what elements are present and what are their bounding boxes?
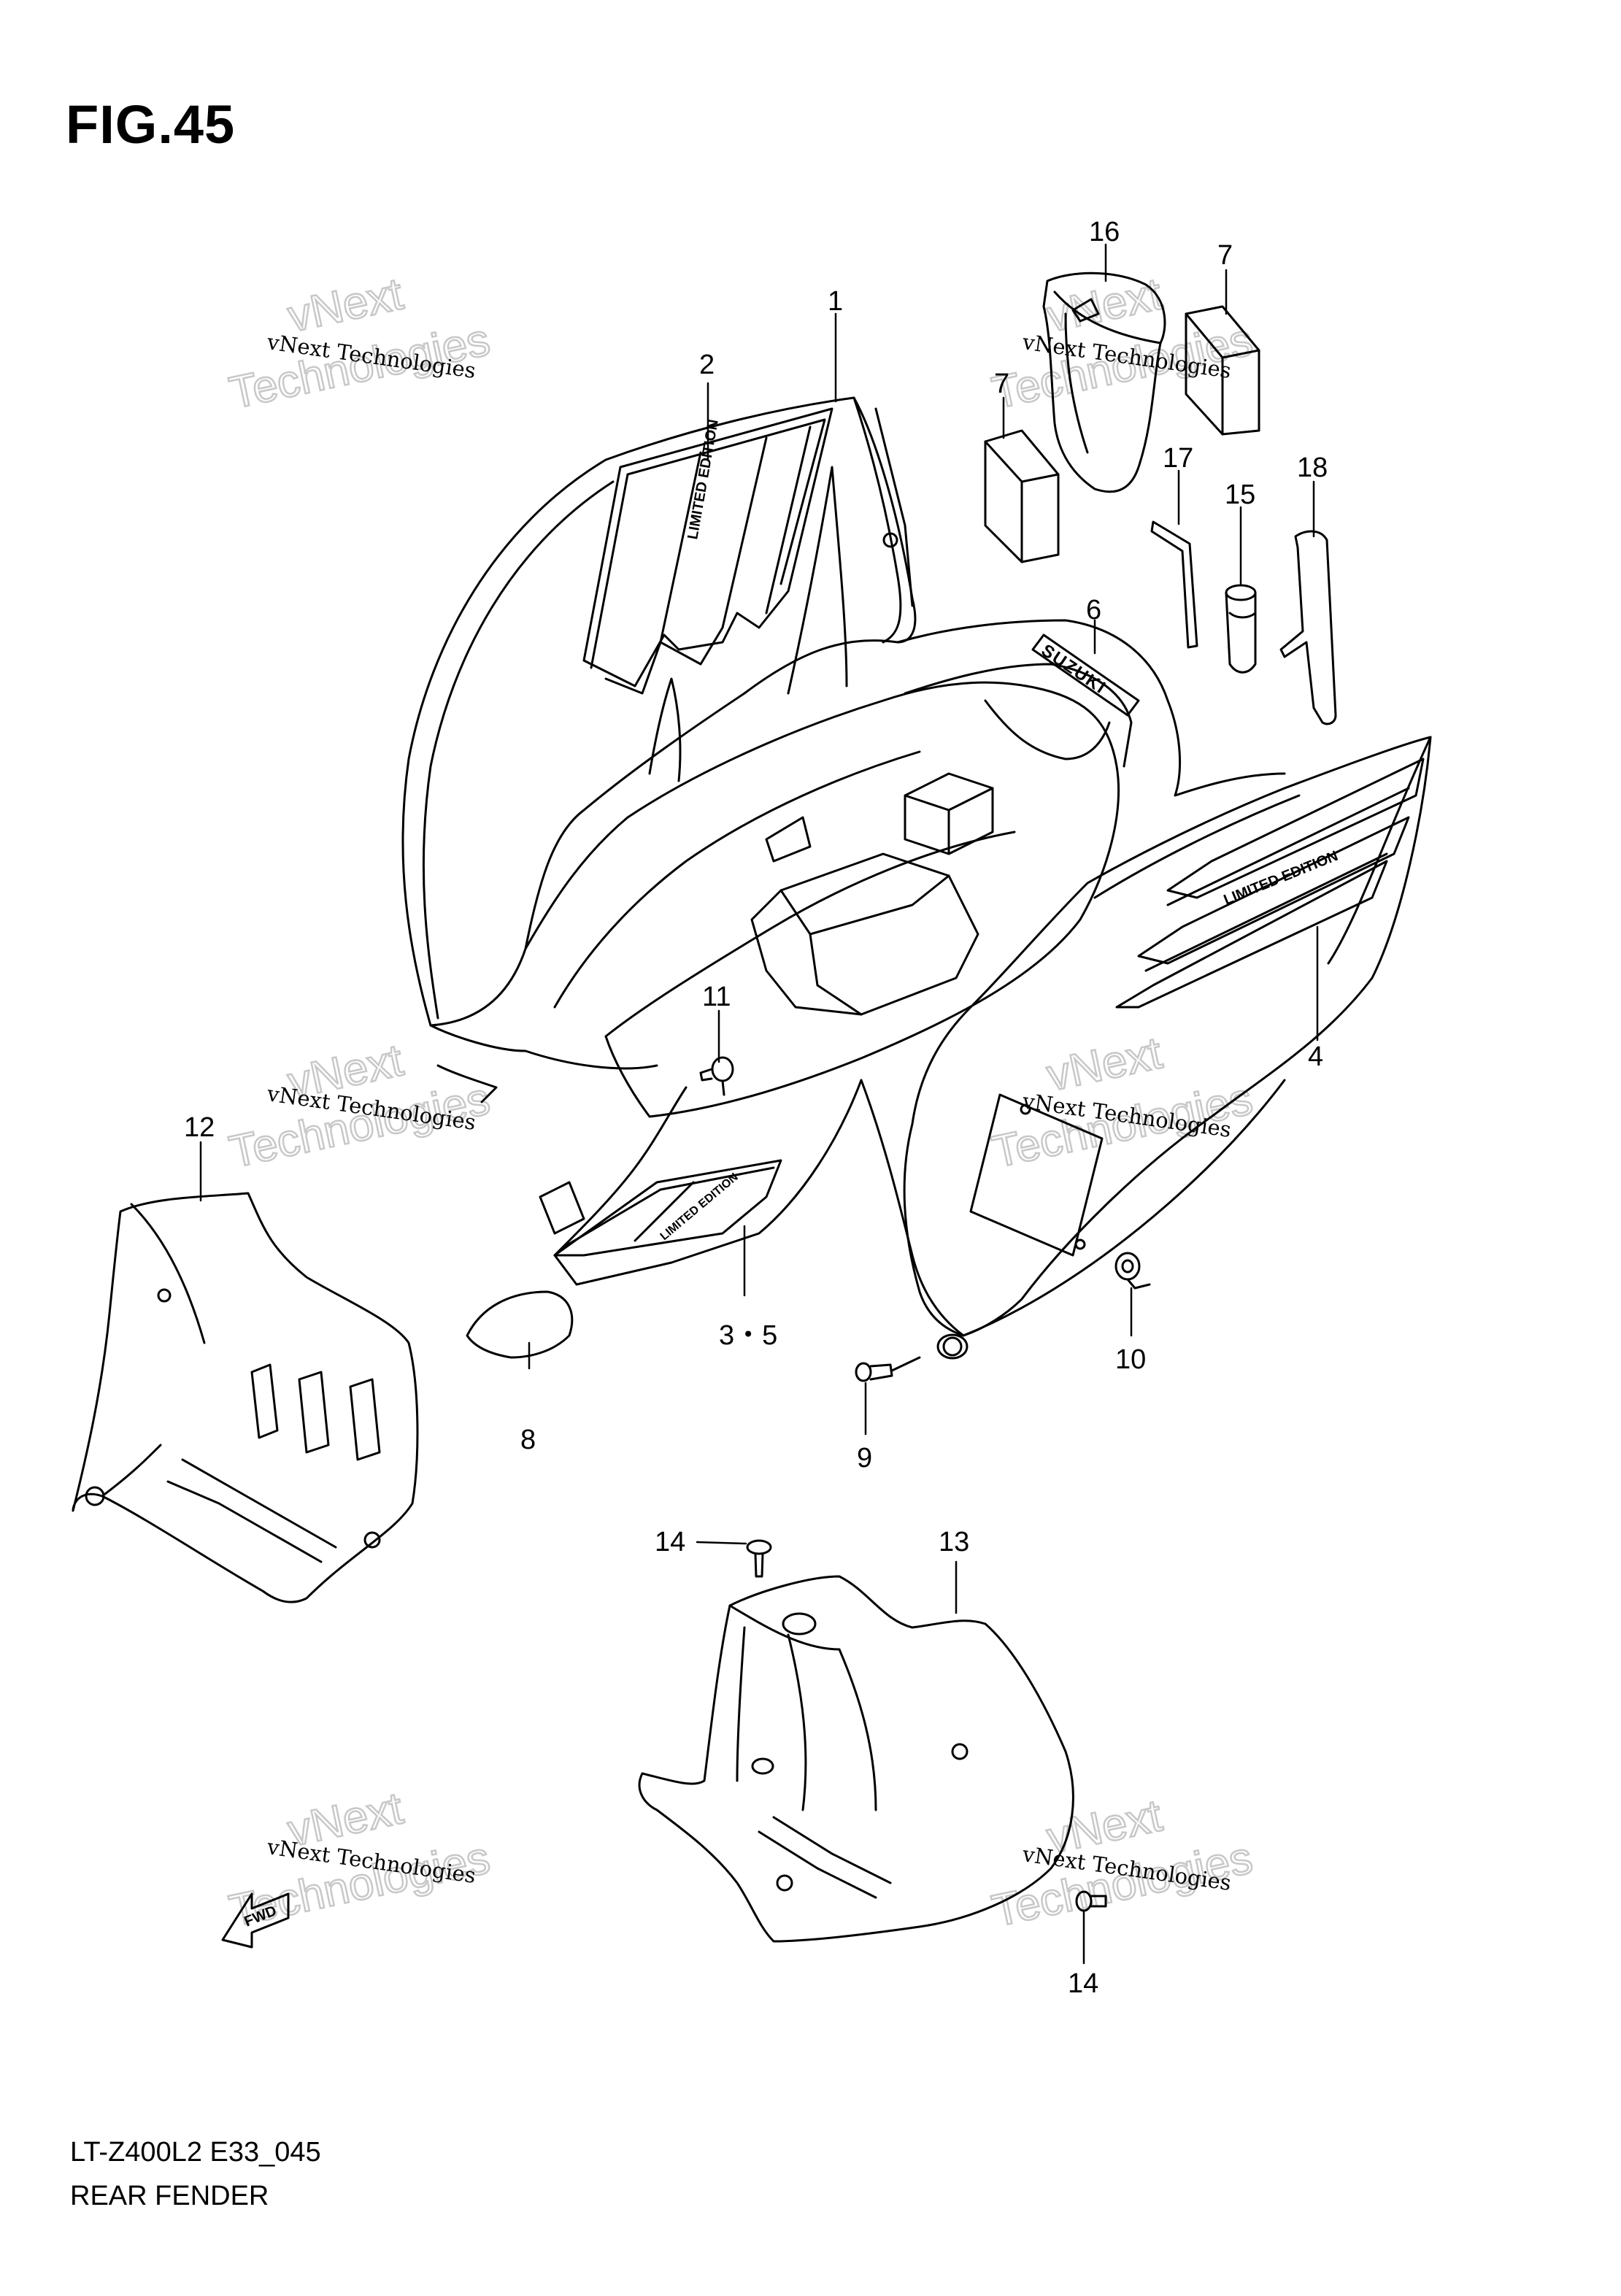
callout-part-10: 10: [1115, 1344, 1146, 1375]
part-15-socket: [1225, 584, 1257, 674]
callout-part-17: 17: [1163, 443, 1193, 474]
part-2-limited-edition-decal: [582, 407, 833, 695]
watermark-top-left: vNext Technologies vNext Technologies: [224, 268, 495, 420]
part-8-cover: [466, 1290, 574, 1359]
part-17-hex-wrench: [1150, 520, 1198, 649]
part-13-mud-guard-rear: [638, 1575, 1074, 1943]
part-7-pad-right: [1185, 305, 1260, 436]
part-6-suzuki-decal: [1031, 633, 1140, 717]
part-3-5-side-decal: [553, 1159, 782, 1257]
decal-text-suzuki: SUZUKI: [1038, 641, 1110, 698]
leader-lines: [199, 243, 1319, 1965]
callout-part-12: 12: [184, 1112, 215, 1143]
part-14-screw-bottom: [1075, 1890, 1107, 1912]
callout-part-2: 2: [699, 350, 715, 380]
callout-part-8: 8: [520, 1425, 536, 1455]
part-12-mud-guard-left: [72, 1192, 419, 1603]
svg-text:vNext: vNext: [1043, 269, 1166, 342]
decal-text-limited-edition-top: LIMITED EDITION: [685, 418, 722, 541]
callout-part-7-left: 7: [994, 369, 1009, 399]
callout-part-3-5: 3・5: [719, 1320, 777, 1351]
part-7-pad-left: [984, 429, 1060, 563]
callout-part-13: 13: [939, 1527, 969, 1557]
callout-part-11: 11: [702, 982, 731, 1012]
callout-part-9: 9: [857, 1443, 872, 1473]
svg-text:vNext: vNext: [1043, 1028, 1166, 1101]
part-1-rear-fender: [401, 396, 1432, 1360]
model-code: LT-Z400L2 E33_045: [70, 2137, 321, 2168]
callout-part-18: 18: [1297, 452, 1328, 483]
watermark-bottom-right: vNext Technologies vNext Technologies: [987, 1790, 1258, 1938]
watermark-mid-right: vNext Technologies vNext Technologies: [987, 1027, 1258, 1179]
callout-part-16: 16: [1089, 217, 1120, 247]
part-4-limited-edition-decal: [1115, 758, 1425, 1009]
callout-part-6: 6: [1086, 595, 1101, 625]
figure-title: FIG.45: [66, 94, 236, 155]
watermark-top-right: vNext Technologies vNext Technologies: [987, 268, 1258, 420]
part-9-screw: [855, 1356, 921, 1382]
part-11-clip: [699, 1056, 734, 1096]
part-14-screw-top: [746, 1539, 772, 1578]
callouts: 1 2 3・5 4 6 7 7 8 9 10 11 12 13 14 14 15…: [184, 217, 1328, 1999]
callout-part-14-top: 14: [655, 1527, 685, 1557]
part-10-nut: [1114, 1252, 1151, 1290]
part-18-spanner: [1279, 530, 1337, 725]
fwd-direction-arrow: [221, 1892, 290, 1949]
watermark-mid-left: vNext Technologies vNext Technologies: [224, 1034, 495, 1179]
section-name: REAR FENDER: [70, 2181, 269, 2211]
callout-part-7-right: 7: [1217, 240, 1233, 271]
svg-text:vNext: vNext: [284, 269, 407, 342]
callout-part-1: 1: [828, 286, 843, 317]
callout-part-4: 4: [1308, 1041, 1323, 1072]
callout-part-15: 15: [1225, 479, 1255, 510]
callout-part-14-bottom: 14: [1068, 1968, 1098, 1999]
part-16-tool-bag: [1042, 271, 1166, 493]
